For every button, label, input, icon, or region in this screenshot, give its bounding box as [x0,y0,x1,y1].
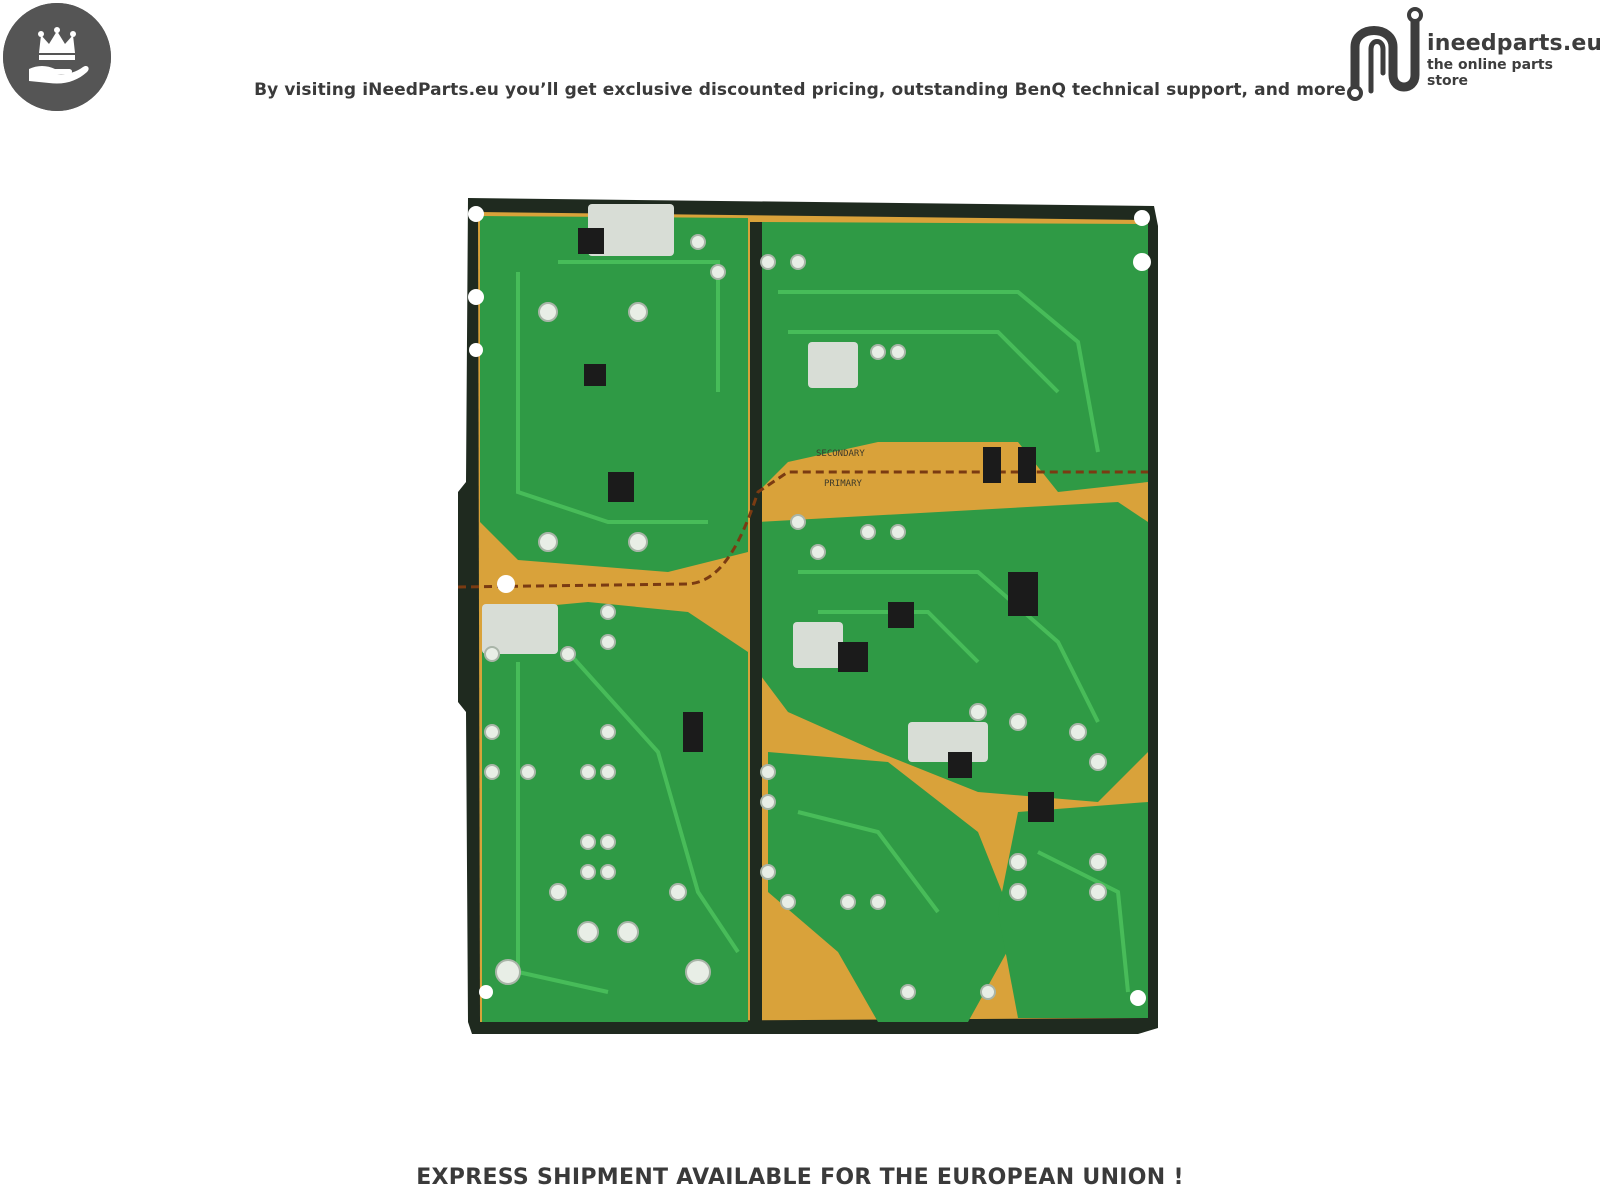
brand-subtitle: the online parts store [1427,57,1553,89]
ineedparts-logo-icon [1343,3,1429,103]
promo-tagline: By visiting iNeedParts.eu you’ll get exc… [254,80,1346,100]
brand-logo[interactable]: ineedparts.eu the online parts store [1343,3,1600,103]
crown-hand-icon [3,3,111,111]
brand-name: ineedparts.eu [1427,31,1600,56]
pcb-illustration: SECONDARY PRIMARY [458,198,1158,1034]
power-supply-board-photo: SECONDARY PRIMARY [458,192,1166,1040]
shipping-banner: EXPRESS SHIPMENT AVAILABLE FOR THE EUROP… [416,1165,1184,1190]
board-label-secondary: SECONDARY [816,449,865,459]
board-label-primary: PRIMARY [824,479,863,489]
crown-hand-graphic [3,3,111,111]
